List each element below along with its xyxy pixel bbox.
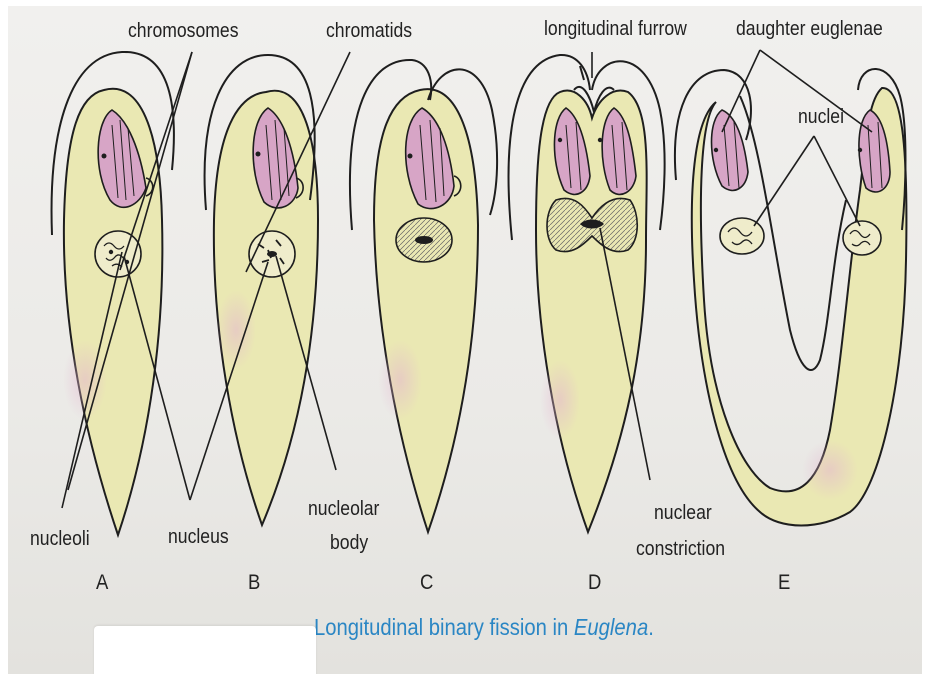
- label-chromatids: chromatids: [326, 20, 412, 42]
- stage-label-b: B: [248, 572, 260, 594]
- stage-label-d: D: [588, 572, 601, 594]
- label-nucleus: nucleus: [168, 526, 229, 548]
- label-nucleoli: nucleoli: [30, 528, 90, 550]
- label-nuclear-constriction-line2: constriction: [636, 538, 725, 560]
- stage-label-a: A: [96, 572, 108, 594]
- label-longitudinal-furrow: longitudinal furrow: [544, 18, 687, 40]
- caption-genus: Euglena: [574, 614, 648, 640]
- cell-b: [205, 55, 318, 525]
- cell-e-nucleus-right: [843, 221, 881, 255]
- figure-caption: Longitudinal binary fission in Euglena.: [314, 614, 654, 641]
- page-scan: chromosomes chromatids longitudinal furr…: [8, 6, 922, 674]
- caption-text: Longitudinal binary fission in: [314, 614, 574, 640]
- paper-overlay: [94, 626, 316, 674]
- cell-e: [675, 69, 907, 526]
- label-nuclear-constriction-line1: nuclear: [654, 502, 712, 524]
- label-chromosomes: chromosomes: [128, 20, 239, 42]
- caption-end: .: [648, 614, 654, 640]
- stage-label-c: C: [420, 572, 433, 594]
- label-nucleolar-body-line2: body: [330, 532, 368, 554]
- cell-d: [509, 55, 665, 532]
- cell-e-nucleus-left: [720, 218, 764, 254]
- label-nucleolar-body-line1: nucleolar: [308, 498, 379, 520]
- cell-c: [350, 60, 497, 532]
- label-daughter-euglenae: daughter euglenae: [736, 18, 883, 40]
- stage-label-e: E: [778, 572, 790, 594]
- label-nuclei: nuclei: [798, 106, 844, 128]
